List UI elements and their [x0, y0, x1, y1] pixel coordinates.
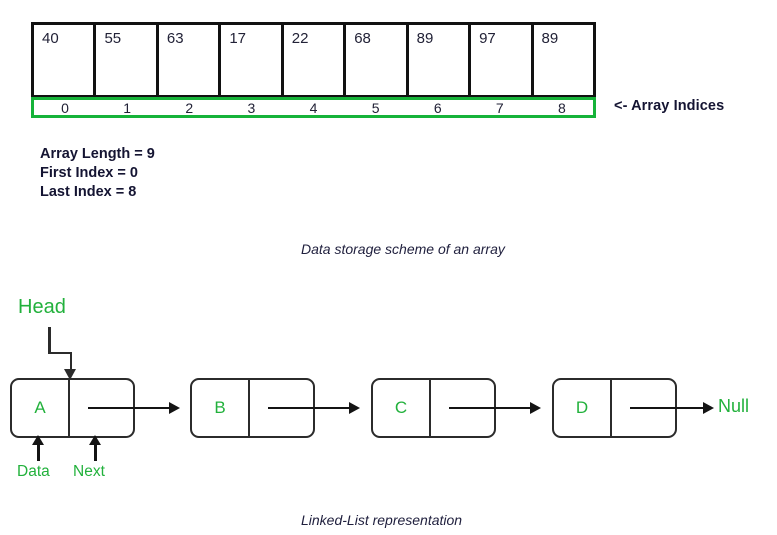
- array-cell-value: 17: [229, 30, 246, 47]
- array-stats-block: Array Length = 9 First Index = 0 Last In…: [40, 145, 155, 202]
- data-callout-stem: [37, 443, 40, 461]
- next-callout-arrow-icon: [89, 435, 102, 445]
- array-index-label: 2: [185, 99, 194, 116]
- head-pointer-segment-vertical-lower: [69, 351, 72, 372]
- list-node-divider: [610, 380, 612, 436]
- list-link-arrow-a-to-b: [88, 402, 180, 414]
- linked-list-caption: Linked-List representation: [301, 512, 463, 528]
- array-cell: 97: [471, 25, 534, 95]
- array-index-label: 7: [495, 99, 504, 116]
- list-node-divider: [68, 380, 70, 436]
- array-caption: Data storage scheme of an array: [301, 241, 505, 257]
- array-cell-value: 40: [42, 30, 59, 47]
- array-cell: 63: [159, 25, 222, 95]
- data-callout-arrow-icon: [32, 435, 45, 445]
- next-callout-stem: [94, 443, 97, 461]
- array-diagram: 40 55 63 17 22 68 89 97 89: [31, 22, 596, 98]
- list-node-data-value: A: [34, 398, 46, 417]
- next-callout-label: Next: [73, 463, 105, 480]
- array-cell-row: 40 55 63 17 22 68 89 97 89: [31, 22, 596, 98]
- array-cell: 89: [534, 25, 593, 95]
- array-index-label: 3: [247, 99, 256, 116]
- array-index-label: 6: [433, 99, 442, 116]
- null-terminator-label: Null: [718, 396, 750, 416]
- array-cell-value: 22: [291, 30, 309, 47]
- array-cell: 68: [346, 25, 409, 95]
- list-link-arrow-c-to-d: [449, 402, 541, 414]
- array-cell: 89: [409, 25, 472, 95]
- list-node-data-value: B: [214, 398, 226, 417]
- array-cell: 40: [34, 25, 97, 95]
- array-cell: 17: [221, 25, 284, 95]
- array-cell-value: 63: [166, 30, 184, 47]
- array-cell-value: 89: [541, 30, 559, 47]
- array-cell-value: 68: [354, 30, 371, 47]
- head-pointer-segment-vertical-upper: [48, 327, 51, 354]
- list-node-b: B: [190, 378, 315, 438]
- last-index-stat: Last Index = 8: [40, 184, 137, 200]
- array-cell: 22: [284, 25, 347, 95]
- array-index-label: 1: [123, 99, 132, 116]
- array-index-label: 4: [309, 99, 318, 116]
- array-cell-value: 89: [416, 30, 434, 47]
- array-length-stat: Array Length = 9: [40, 146, 155, 162]
- list-link-arrow-d-to-null: [630, 402, 714, 414]
- head-pointer-segment-horizontal: [48, 351, 72, 354]
- array-cell-value: 97: [479, 30, 496, 47]
- array-cell: 55: [96, 25, 159, 95]
- array-index-label: 0: [61, 99, 69, 116]
- head-pointer-arrow-icon: [64, 369, 76, 380]
- head-label: Head: [18, 296, 66, 318]
- array-index-label: 8: [558, 99, 566, 116]
- list-node-data-value: C: [394, 398, 408, 417]
- linked-list-diagram: Head A B C D Null Data Next: [0, 285, 777, 485]
- list-node-divider: [248, 380, 250, 436]
- array-indices-annotation: <- Array Indices: [614, 98, 725, 114]
- data-callout-label: Data: [17, 463, 50, 480]
- array-index-label: 5: [371, 99, 380, 116]
- list-link-arrow-b-to-c: [268, 402, 360, 414]
- array-index-bar: 0 1 2 3 4 5 6 7 8: [31, 97, 596, 118]
- list-node-data-value: D: [575, 398, 589, 417]
- array-cell-value: 55: [104, 30, 122, 47]
- list-node-divider: [429, 380, 431, 436]
- first-index-stat: First Index = 0: [40, 165, 138, 181]
